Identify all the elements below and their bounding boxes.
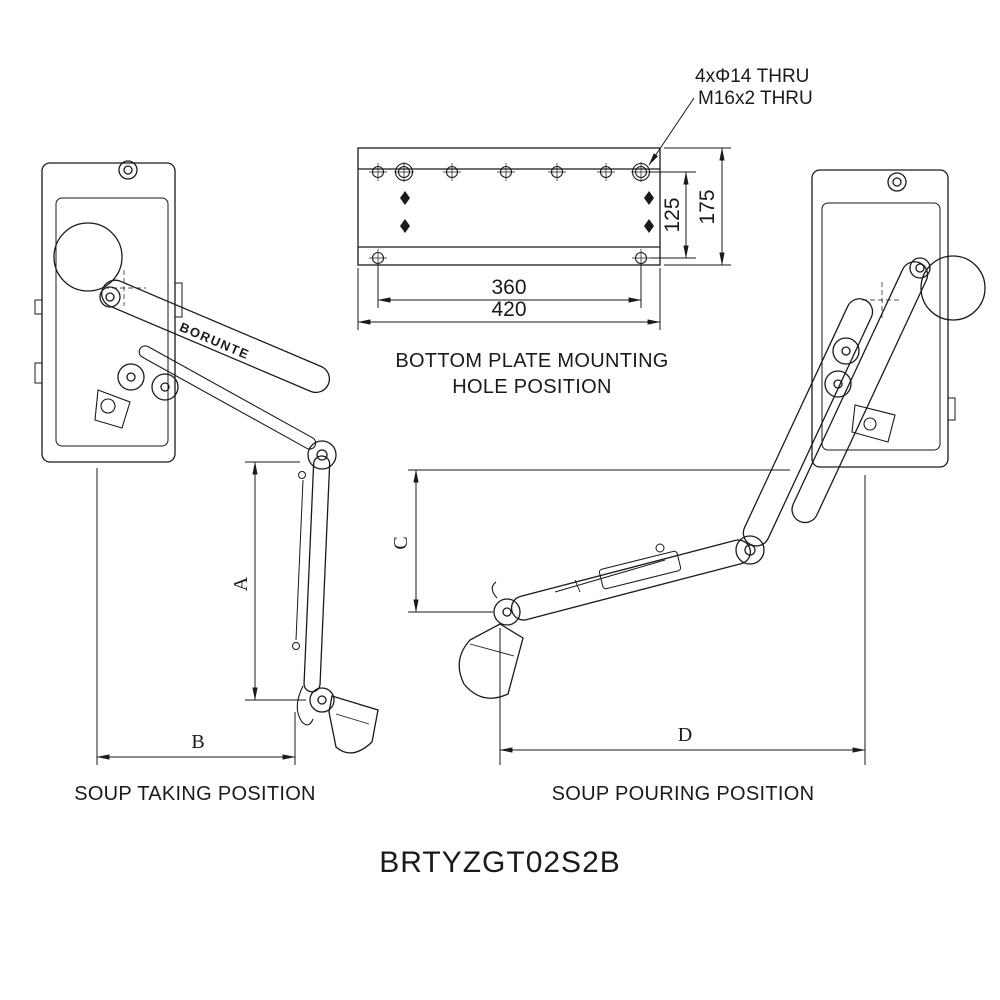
upper-arm-inner — [742, 298, 874, 547]
hook-right — [491, 581, 498, 599]
ladle-bowl — [328, 695, 379, 754]
mid-joint-right-1 — [832, 337, 860, 365]
dimension-b — [96, 468, 296, 765]
dimension-a — [245, 461, 306, 701]
plate-caption-line2: HOLE POSITION — [452, 376, 612, 398]
elbow-joint-right — [735, 535, 765, 565]
wrist-joint — [309, 687, 335, 713]
eyebolt-ring-right — [887, 172, 907, 192]
dim-b-label: B — [191, 731, 204, 753]
upper-arm-outer — [791, 261, 929, 524]
top-pot-circle — [53, 222, 123, 292]
mounting-plate-view — [357, 97, 731, 330]
hole-note-line1: 4xΦ14 THRU — [695, 66, 809, 87]
plate-caption-line1: BOTTOM PLATE MOUNTING — [395, 350, 668, 372]
plate-threaded-holes — [400, 191, 654, 233]
hole-note-leader — [648, 97, 695, 166]
model-number: BRTYZGT02S2B — [379, 846, 621, 879]
plate-vertical-dims — [650, 147, 731, 266]
dim-d-label: D — [678, 724, 692, 746]
brand-label: BORUNTE — [177, 319, 252, 362]
mid-joint-right-2 — [824, 370, 852, 398]
dimension-c — [408, 469, 790, 613]
hole-note-line2: M16x2 THRU — [698, 88, 813, 109]
dim-420: 420 — [491, 298, 526, 321]
forearm — [303, 455, 331, 693]
dim-125: 125 — [661, 197, 684, 232]
pouring-caption: SOUP POURING POSITION — [552, 783, 815, 805]
upper-arm — [101, 279, 331, 394]
forearm-right — [510, 539, 752, 621]
dimension-d — [499, 475, 866, 765]
bracket-right — [851, 404, 896, 443]
soup-pouring-view — [408, 169, 986, 765]
top-pot-circle-right — [920, 255, 986, 321]
machine-body-right — [811, 169, 949, 468]
ladle-bowl-right — [458, 623, 524, 699]
plate-holes-top-row — [369, 162, 651, 182]
machine-body — [41, 162, 176, 463]
dim-c-label: C — [390, 536, 412, 549]
plate-holes-bottom-row — [369, 249, 650, 267]
plate-horizontal-dims — [357, 263, 661, 330]
link-bar — [138, 345, 317, 450]
shoulder-bracket — [94, 389, 131, 429]
mid-joint-1 — [117, 363, 145, 391]
eyebolt-ring — [118, 160, 138, 180]
soup-taking-view — [34, 160, 379, 765]
plate-outline — [357, 147, 661, 266]
dim-360: 360 — [491, 276, 526, 299]
wrist-joint-right — [493, 598, 521, 626]
elbow-joint — [307, 440, 337, 470]
hook — [296, 685, 314, 726]
dim-175: 175 — [696, 189, 719, 224]
shoulder-joint — [99, 286, 121, 308]
mid-joint-2 — [151, 373, 179, 401]
dim-a-label: A — [230, 576, 252, 591]
shoulder-joint-right — [909, 257, 931, 279]
taking-caption: SOUP TAKING POSITION — [74, 783, 316, 805]
